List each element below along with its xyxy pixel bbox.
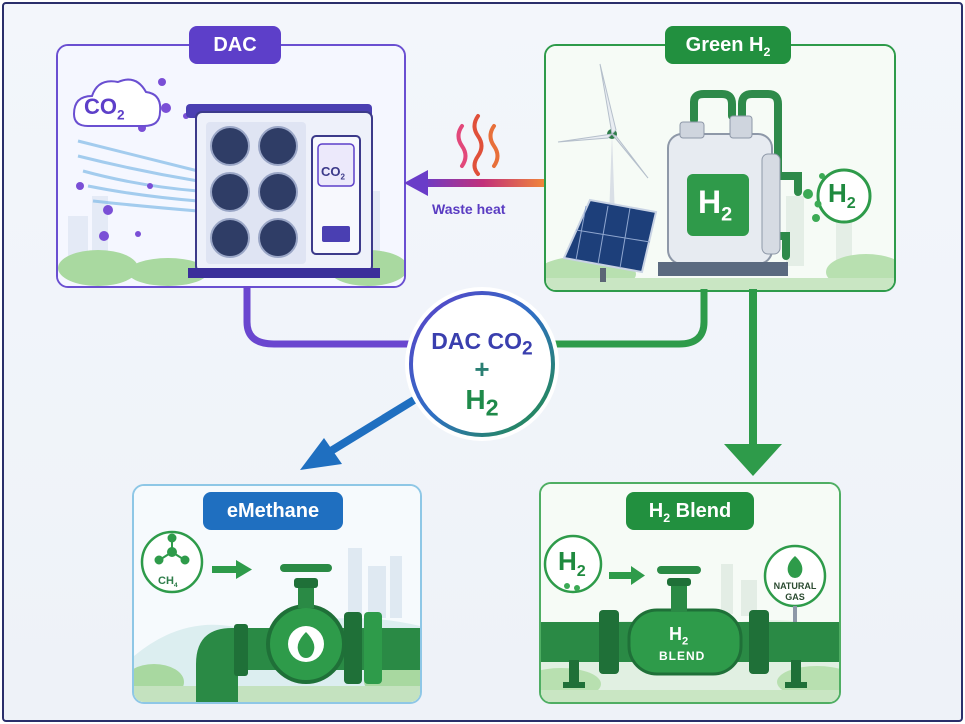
blend-input-arrow: [609, 566, 645, 585]
emethane-illustration: [134, 486, 420, 702]
flame-icon: [297, 632, 315, 658]
dac-unit-badge-label: CO2: [321, 164, 345, 182]
h2-to-blend-arrow: [724, 289, 782, 476]
h2-tank-label: H2: [698, 184, 733, 226]
hub-circle: [409, 291, 555, 437]
hub-to-emethane-arrow: [300, 396, 417, 470]
emethane-panel: CH4: [132, 484, 422, 704]
dac-panel: CO2 CO2: [56, 44, 406, 288]
h2-bubble-label: H2: [828, 178, 856, 213]
natural-gas-label-2: GAS: [785, 592, 805, 602]
green-h2-title: Green H2: [665, 26, 791, 64]
connector-layer: [243, 114, 782, 476]
hub-ring: [409, 291, 555, 437]
molecule-icon: [154, 533, 190, 565]
blend-valve-blend-label: BLEND: [659, 649, 706, 663]
co2-cloud-icon: [72, 78, 162, 127]
hub-plus-text: +: [474, 354, 490, 384]
dac-to-hub-line: [243, 286, 412, 348]
dac-co2-cloud-label: CO2: [84, 94, 125, 123]
h2-blend-title: H2 Blend: [626, 492, 754, 530]
waste-heat-label: Waste heat: [432, 201, 506, 217]
pipeline-icon: [196, 564, 420, 702]
green-h2-panel: H2 H2: [544, 44, 896, 292]
blend-h2-label: H2: [558, 546, 586, 581]
dac-title: DAC: [189, 26, 281, 64]
emethane-title: eMethane: [203, 492, 343, 530]
waste-heat-arrow: [404, 170, 544, 196]
ch4-label: CH4: [158, 575, 178, 590]
hub-dac-co2-text: DAC CO2: [431, 328, 533, 360]
wind-turbine-icon: [557, 63, 649, 246]
heat-waves-icon: [456, 114, 500, 176]
green-h2-illustration: [546, 46, 894, 290]
blend-valve-h2-label: H2: [669, 624, 689, 648]
emethane-input-arrow: [212, 560, 252, 579]
natural-gas-label-1: NATURAL: [773, 581, 817, 591]
hub-h2-text: H2: [465, 384, 499, 421]
dac-illustration: [58, 46, 404, 286]
solar-panel-icon: [562, 198, 658, 282]
natural-gas-flame-icon: [787, 556, 803, 578]
blend-pipeline-icon: [541, 566, 839, 688]
h2-to-hub-line: [552, 289, 708, 348]
